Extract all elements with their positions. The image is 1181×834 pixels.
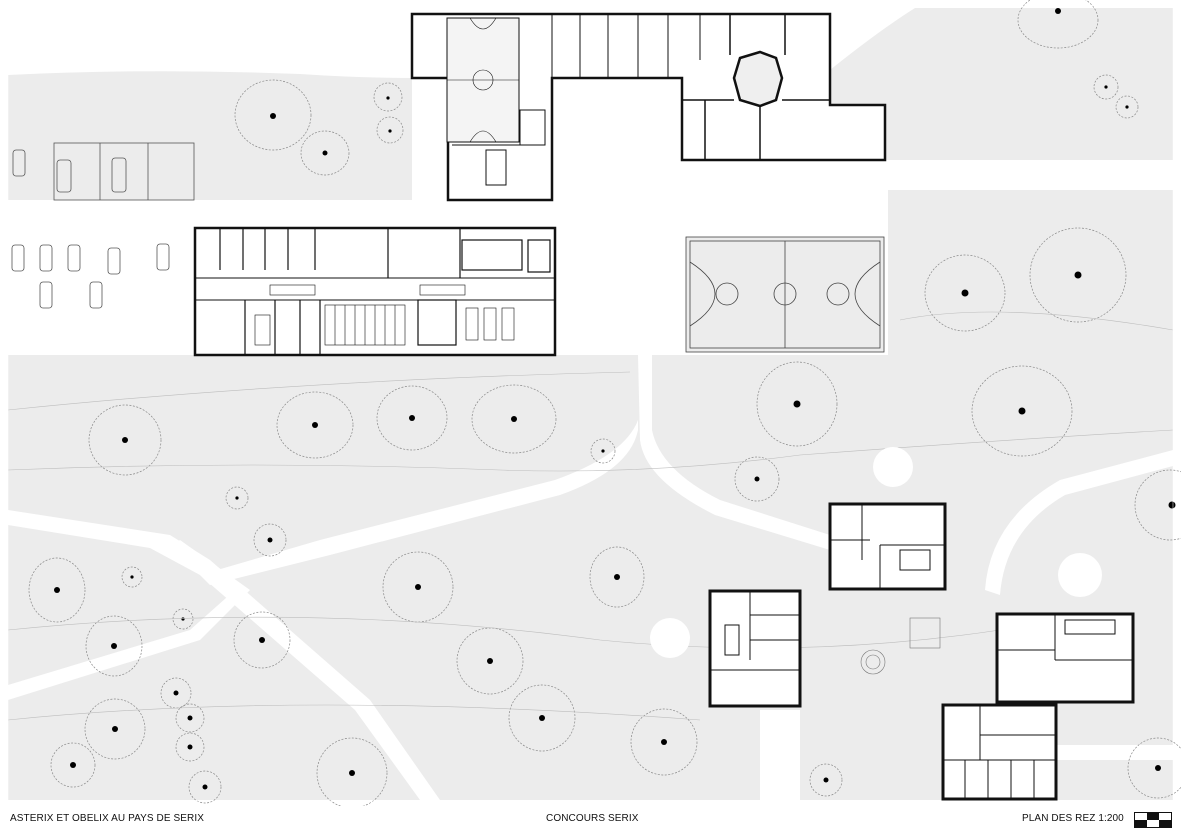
site-plan [7,0,1181,806]
basketball-court [685,236,885,353]
drawing-title: PLAN DES REZ 1:200 [1022,813,1124,824]
terrace-seating [557,307,1102,658]
courtyard-features [860,617,941,675]
title-block: ASTERIX ET OBELIX AU PAYS DE SERIX CONCO… [0,806,1181,834]
project-title: ASTERIX ET OBELIX AU PAYS DE SERIX [10,813,205,824]
school-building-north [410,12,887,202]
footpaths [8,355,1173,800]
pavilions [708,502,1135,801]
trees [28,0,1181,806]
competition-name: CONCOURS SERIX [546,813,639,824]
parking [11,142,195,309]
plan-frame [7,5,1174,802]
contour-lines [7,311,1174,721]
school-building-middle [193,226,557,357]
north-arrow-and-scale-icon [1134,812,1172,828]
